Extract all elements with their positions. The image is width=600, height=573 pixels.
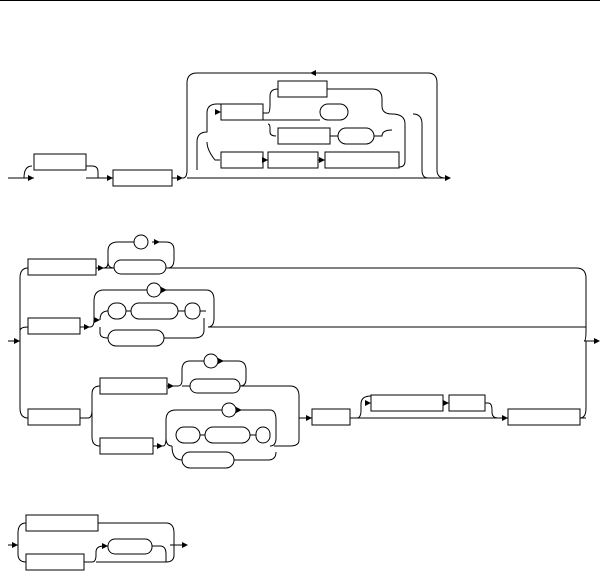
arrowhead bbox=[94, 317, 100, 323]
choice-lines bbox=[263, 113, 429, 179]
keyword-oval bbox=[204, 426, 251, 444]
arrowhead bbox=[12, 542, 18, 548]
syntax-box bbox=[277, 127, 331, 145]
loop-circle bbox=[133, 234, 149, 250]
arrowhead bbox=[182, 542, 188, 548]
optional-branch bbox=[23, 165, 108, 179]
syntax-diagram-1 bbox=[8, 70, 451, 187]
loop-circle bbox=[203, 353, 219, 369]
syntax-box bbox=[99, 437, 154, 455]
arrowhead bbox=[161, 287, 167, 293]
syntax-box bbox=[33, 153, 87, 171]
syntax-box bbox=[311, 408, 351, 426]
arrowhead bbox=[218, 358, 224, 364]
loop-circle bbox=[221, 402, 237, 418]
syntax-box bbox=[267, 151, 319, 169]
top-rule bbox=[0, 0, 600, 1]
syntax-box bbox=[277, 80, 328, 98]
keyword-oval bbox=[255, 426, 271, 444]
arrowhead bbox=[445, 175, 451, 181]
keyword-oval bbox=[184, 302, 201, 320]
branch-fork bbox=[19, 267, 29, 419]
arrowhead bbox=[262, 157, 268, 163]
arrowhead bbox=[168, 383, 174, 389]
syntax-box bbox=[25, 553, 85, 571]
syntax-diagram-3 bbox=[8, 514, 188, 571]
arrowhead bbox=[14, 338, 20, 344]
keyword-oval bbox=[107, 538, 153, 555]
syntax-box bbox=[507, 408, 581, 426]
syntax-box bbox=[370, 394, 444, 412]
keyword-oval bbox=[107, 329, 165, 347]
keyword-oval bbox=[189, 378, 241, 394]
syntax-box bbox=[27, 317, 81, 335]
syntax-box bbox=[324, 151, 400, 169]
keyword-oval bbox=[175, 426, 201, 444]
syntax-box bbox=[25, 514, 99, 532]
arrowhead bbox=[502, 415, 508, 421]
arrowhead bbox=[443, 400, 449, 406]
syntax-box bbox=[99, 377, 168, 395]
keyword-oval bbox=[107, 302, 127, 320]
arrowhead bbox=[102, 543, 108, 549]
loop-circle bbox=[146, 282, 162, 298]
arrowhead bbox=[594, 338, 600, 344]
syntax-box bbox=[112, 169, 173, 187]
syntax-diagram-2 bbox=[8, 234, 600, 469]
syntax-box bbox=[220, 151, 264, 169]
syntax-box bbox=[448, 394, 486, 412]
keyword-oval bbox=[181, 451, 235, 469]
arrowhead bbox=[107, 175, 113, 181]
syntax-box bbox=[27, 258, 97, 276]
arrowhead bbox=[84, 324, 90, 330]
arrowhead bbox=[319, 157, 325, 163]
arrowhead bbox=[306, 415, 312, 421]
keyword-oval bbox=[337, 127, 375, 145]
branch-1 bbox=[96, 241, 175, 269]
syntax-box bbox=[27, 408, 81, 426]
arrowhead bbox=[98, 265, 104, 271]
branch-join bbox=[84, 522, 175, 563]
arrowhead bbox=[28, 175, 34, 181]
arrowhead bbox=[177, 175, 183, 181]
arrowhead bbox=[310, 70, 316, 76]
choice-frame bbox=[196, 88, 406, 170]
branch-fork bbox=[17, 522, 27, 563]
syntax-box bbox=[220, 103, 264, 121]
arrowhead bbox=[154, 239, 160, 245]
arrowhead bbox=[157, 443, 163, 449]
keyword-oval bbox=[130, 302, 179, 320]
keyword-oval bbox=[113, 259, 167, 275]
arrowhead bbox=[215, 109, 221, 115]
arrowhead bbox=[365, 400, 371, 406]
branch-2 bbox=[80, 289, 215, 339]
arrowhead bbox=[236, 407, 242, 413]
keyword-oval bbox=[319, 103, 349, 121]
